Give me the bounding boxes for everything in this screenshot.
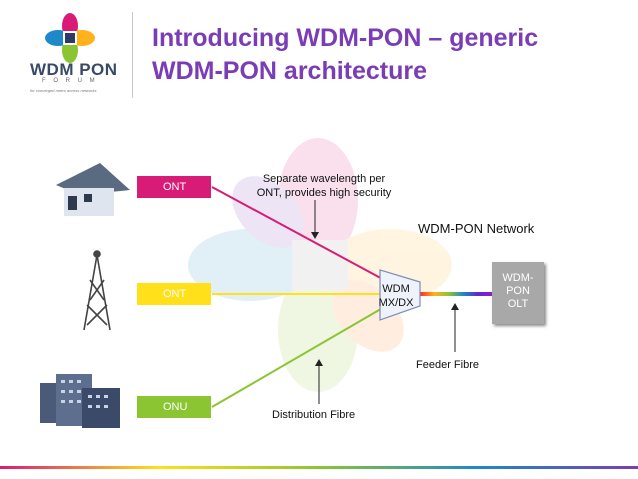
house-icon xyxy=(56,163,130,216)
title-line-2: WDM-PON architecture xyxy=(152,57,428,85)
network-label: WDM-PON Network xyxy=(418,221,535,236)
footer-color-bar xyxy=(0,466,638,469)
olt-line-2: PON xyxy=(506,285,530,297)
fibre-green xyxy=(211,305,387,408)
distribution-fibre-label: Distribution Fibre xyxy=(272,409,356,421)
ont-box-middle: ONT xyxy=(137,283,211,305)
note-line-2: ONT, provides high security xyxy=(256,187,392,199)
olt-line-3: OLT xyxy=(507,298,529,310)
logo-sub: F O R U M xyxy=(42,78,98,84)
arrow-feeder xyxy=(451,303,459,352)
note-line-1: Separate wavelength per xyxy=(262,173,386,185)
feeder-fibre-line xyxy=(420,292,492,296)
antenna-tower-icon xyxy=(83,250,111,331)
wdm-pon-logo-icon xyxy=(45,13,95,63)
office-building-icon xyxy=(40,374,120,428)
arrow-distribution xyxy=(315,359,323,404)
title-line-1: Introducing WDM-PON – generic xyxy=(152,24,539,52)
olt-line-1: WDM- xyxy=(502,272,534,284)
arrow-separate xyxy=(311,200,319,239)
page-title: Introducing WDM-PON – generic WDM-PON ar… xyxy=(152,22,622,88)
olt-box: WDM- PON OLT xyxy=(492,262,544,324)
separate-wavelength-note: Separate wavelength per ONT, provides hi… xyxy=(244,172,404,200)
ont-box-top: ONT xyxy=(137,176,211,198)
wdm-mux-shape xyxy=(379,269,421,321)
watermark-logo xyxy=(188,138,452,392)
logo-name: WDM PON xyxy=(30,60,118,79)
wdm-mux-label: WDM MX/DX xyxy=(374,282,418,310)
feeder-fibre-label: Feeder Fibre xyxy=(416,359,479,371)
header-divider xyxy=(132,12,133,98)
logo-tagline: for converged metro access networks xyxy=(30,88,97,93)
wdm-line-2: MX/DX xyxy=(378,297,414,309)
fibre-pink xyxy=(211,186,389,283)
wdm-line-1: WDM xyxy=(382,283,410,295)
onu-box-bottom: ONU xyxy=(137,396,211,418)
